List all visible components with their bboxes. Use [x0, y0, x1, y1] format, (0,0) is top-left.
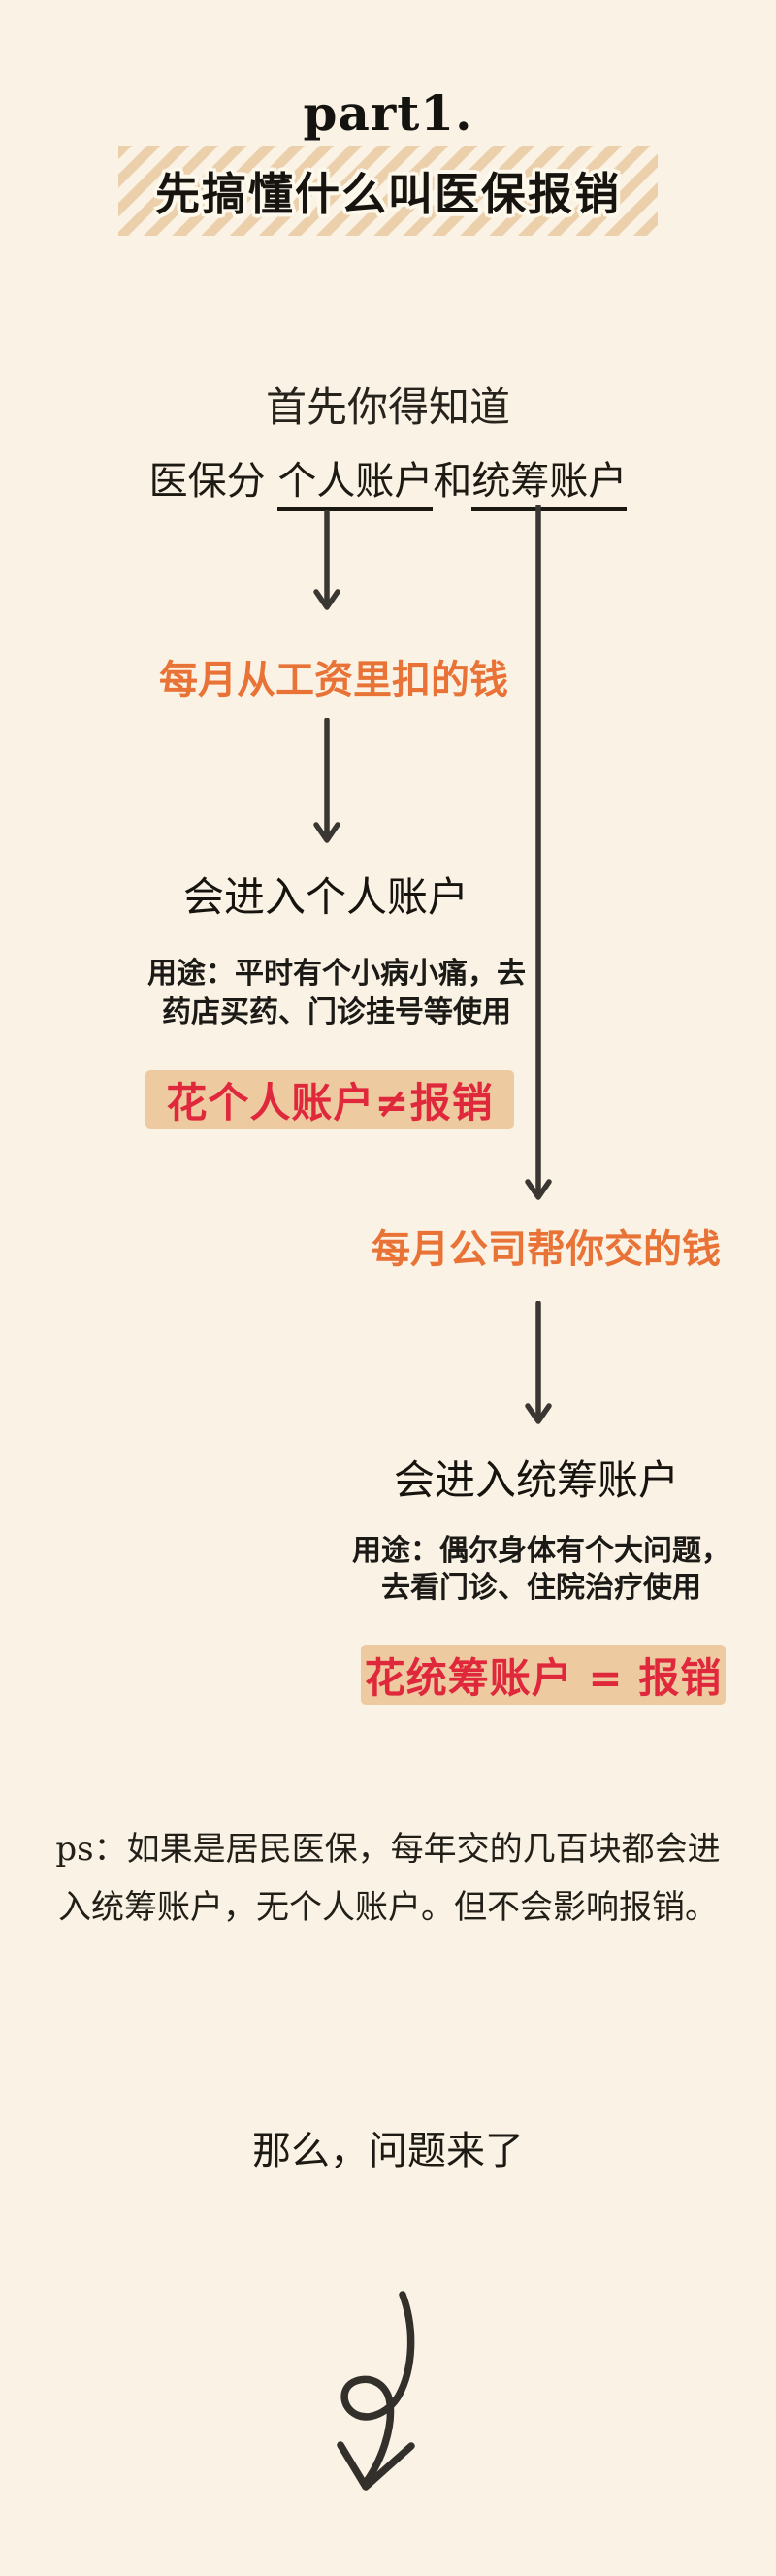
- pooled-source-label: 每月公司帮你交的钱: [372, 1227, 721, 1272]
- part-label: part1.: [303, 84, 473, 142]
- pooled-account-term: 统筹账户: [471, 459, 628, 511]
- pooled-usage-line2: 去看门诊、住院治疗使用: [381, 1571, 701, 1605]
- personal-source-label: 每月从工资里扣的钱: [159, 658, 508, 702]
- ps-note-line1: ps：如果是居民医保，每年交的几百块都会进: [55, 1830, 721, 1869]
- ps-note-line2: 入统筹账户，无个人账户。但不会影响报销。: [58, 1888, 718, 1927]
- personal-account-term: 个人账户: [277, 459, 434, 511]
- down-arrow-icon: [525, 1301, 552, 1424]
- personal-highlight-text: 花个人账户≠报销: [166, 1079, 494, 1126]
- pooled-usage-line1: 用途：偶尔身体有个大问题，: [352, 1534, 730, 1568]
- outro-text: 那么，问题来了: [252, 2129, 524, 2173]
- intro-line2-middle: 和: [433, 459, 472, 504]
- personal-highlight-box: 花个人账户≠报销: [146, 1070, 514, 1129]
- down-arrow-icon: [313, 510, 340, 610]
- pooled-highlight-text: 花统筹账户 = 报销: [364, 1653, 723, 1702]
- intro-line-1: 首先你得知道: [265, 383, 510, 431]
- intro-line2-prefix: 医保分: [148, 459, 278, 504]
- pooled-highlight-box: 花统筹账户 = 报销: [361, 1645, 726, 1705]
- down-arrow-icon: [313, 718, 340, 843]
- banner-title: 先搞懂什么叫医保报销: [155, 167, 621, 220]
- long-down-arrow-icon: [525, 505, 552, 1200]
- personal-usage-line1: 用途：平时有个小病小痛，去: [147, 957, 526, 991]
- pooled-destination-label: 会进入统筹账户: [393, 1456, 679, 1504]
- striped-banner: 先搞懂什么叫医保报销: [118, 146, 658, 236]
- personal-destination-label: 会进入个人账户: [182, 873, 469, 921]
- pooled-usage-note: 用途：偶尔身体有个大问题， 去看门诊、住院治疗使用: [338, 1533, 745, 1607]
- intro-line-2: 医保分 个人账户和统筹账户: [0, 459, 776, 511]
- personal-usage-note: 用途：平时有个小病小痛，去 药店买药、门诊挂号等使用: [133, 955, 540, 1032]
- personal-usage-line2: 药店买药、门诊挂号等使用: [162, 995, 511, 1029]
- ps-note: ps：如果是居民医保，每年交的几百块都会进 入统筹账户，无个人账户。但不会影响报…: [0, 1820, 776, 1937]
- curled-down-arrow-icon: [337, 2291, 415, 2491]
